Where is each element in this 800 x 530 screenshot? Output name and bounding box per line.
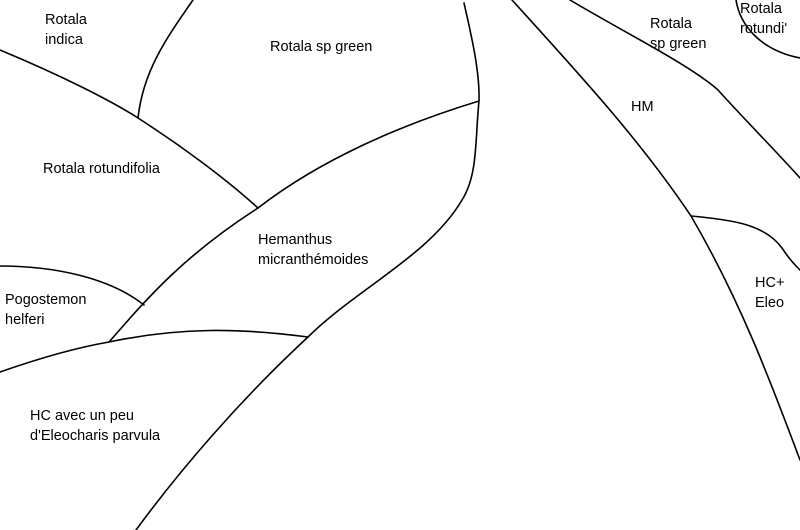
boundary-indica-sp-green [137, 0, 194, 119]
zone-label-hemanthus: Hemanthus micranthémoides [258, 232, 369, 268]
boundary-pogostemon [0, 265, 145, 306]
zone-label-hc-eleo: HC+ Eleo [755, 275, 785, 311]
boundary-hemanthus-top [108, 100, 480, 343]
zone-label-hm: HM [631, 99, 654, 115]
boundary-central-curve [135, 2, 480, 530]
boundary-hm-right [569, 0, 800, 179]
boundary-indica-rotundifolia [0, 49, 259, 209]
zone-label-rotala-indica: Rotala indica [45, 12, 87, 48]
zone-label-rotala-rotundi-corner: Rotala rotundi' [740, 1, 788, 37]
boundary-hc-eleo-top [690, 215, 800, 271]
boundary-hc-top [0, 329, 309, 373]
zone-label-rotala-sp-green-top: Rotala sp green [270, 39, 373, 55]
zone-label-hc-eleocharis: HC avec un peu d'Eleocharis parvula [30, 408, 161, 444]
zone-label-pogostemon: Pogostemon helferi [5, 292, 87, 328]
zone-label-rotala-rotundifolia: Rotala rotundifolia [43, 161, 160, 177]
boundary-corner-arc [735, 0, 800, 59]
zone-label-rotala-sp-green-right: Rotala sp green [650, 16, 707, 52]
boundary-hm-left [511, 0, 800, 461]
